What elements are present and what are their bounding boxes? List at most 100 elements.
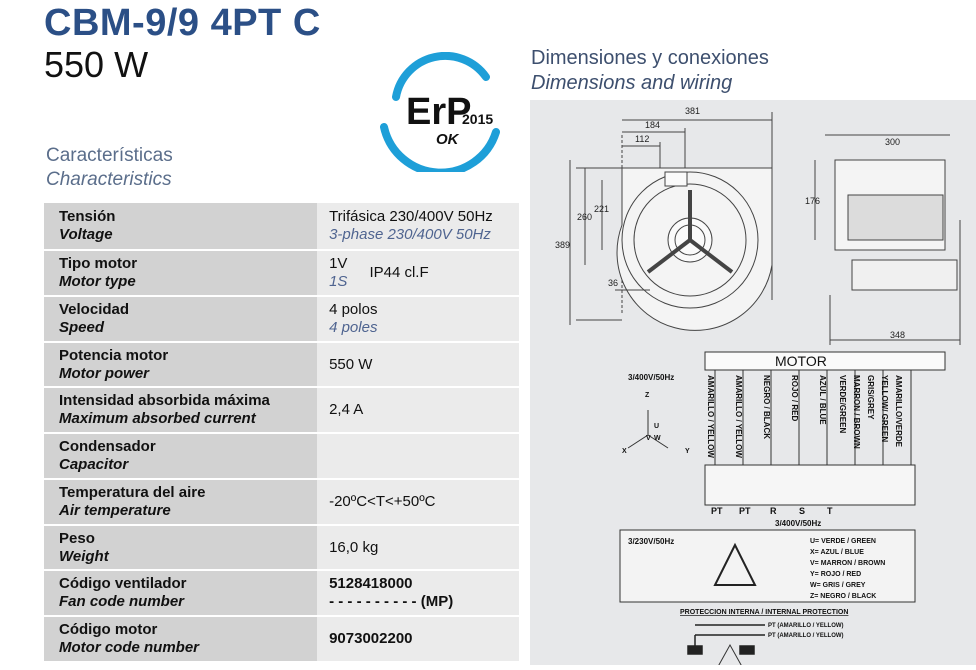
dim-348: 348	[890, 330, 905, 340]
spec-key-en: Capacitor	[59, 456, 129, 473]
dim-300: 300	[885, 137, 900, 147]
spec-value: 550 W	[317, 342, 519, 388]
dimensions-heading-es: Dimensiones y conexiones	[531, 47, 769, 69]
star-label-x: X	[622, 448, 627, 455]
legend-y: Y= ROJO / RED	[810, 571, 861, 578]
dim-221: 221	[594, 204, 609, 214]
dim-260: 260	[577, 212, 592, 222]
spec-key-es: Condensador	[59, 438, 156, 455]
legend-x: X= AZUL / BLUE	[810, 549, 864, 556]
spec-key-en: Motor type	[59, 273, 136, 290]
dim-36: 36	[608, 278, 618, 288]
star-label-y: Y	[685, 448, 690, 455]
diagram-panel: 381 184 112 300 260 221 389 176 36 348 M…	[530, 100, 976, 665]
legend-u: U= VERDE / GREEN	[810, 538, 876, 545]
spec-key-es: Código ventilador	[59, 575, 187, 592]
spec-key-es: Potencia motor	[59, 346, 169, 364]
characteristics-heading: Características Characteristics	[46, 144, 173, 192]
motor-label: MOTOR	[775, 353, 827, 369]
spec-key-en: Motor code number	[59, 639, 200, 656]
wire-label: AMARILLO/VERDE	[894, 375, 903, 448]
terminal-label: T	[827, 506, 833, 516]
spec-value: -20ºC<T<+50ºC	[317, 479, 519, 526]
spec-key-en: Weight	[59, 547, 109, 565]
wire-label: VERDE/GREEN	[838, 375, 847, 433]
protection-wire: PT (AMARILLO / YELLOW)	[768, 633, 844, 639]
spec-value-es: 4 polos	[329, 301, 378, 318]
spec-key-es: Intensidad absorbida máxima	[59, 392, 270, 409]
dim-381: 381	[685, 106, 700, 116]
wire-label: AMARILLO / YELLOW	[734, 375, 743, 458]
spec-key-en: Maximum absorbed current	[59, 410, 256, 427]
dim-389: 389	[555, 240, 570, 250]
spec-value: 16,0 kg	[317, 525, 519, 571]
erp-logo: ErP 2015 OK	[380, 52, 500, 172]
spec-value-mp: - - - - - - - - - - (MP)	[329, 593, 454, 610]
dimension-drawing: 381 184 112 300 260 221 389 176 36 348	[555, 106, 961, 345]
legend-v: V= MARRON / BROWN	[810, 560, 885, 567]
dim-184: 184	[645, 120, 660, 130]
protection-wire: PT (AMARILLO / YELLOW)	[768, 623, 844, 629]
terminal-block	[704, 464, 916, 506]
spec-key-en: Fan code number	[59, 593, 185, 610]
spec-key-en: Air temperature	[59, 502, 171, 519]
characteristics-heading-en: Characteristics	[46, 169, 172, 190]
wire-label: ROJO / RED	[790, 375, 799, 421]
erp-logo-status: OK	[436, 131, 460, 148]
spec-key-es: Código motor	[59, 621, 158, 638]
wire-label: MARRON / BROWN	[852, 375, 861, 449]
star-label-u: U	[654, 423, 659, 430]
star-label-w: W	[654, 435, 661, 442]
spec-key-en: Motor power	[59, 364, 149, 382]
wire-label: YELLOW/ GREEN	[880, 375, 889, 442]
legend-z: Z= NEGRO / BLACK	[810, 593, 876, 600]
supply-400-terminal-label: 3/400V/50Hz	[775, 519, 821, 528]
star-label-z: Z	[645, 392, 650, 399]
wire-label: AMARILLO / YELLOW	[706, 375, 715, 458]
spec-key-es: Velocidad	[59, 301, 130, 318]
dimensions-heading: Dimensiones y conexiones Dimensions and …	[531, 46, 769, 96]
star-label-v: V	[646, 435, 651, 442]
spec-value: 5128418000- - - - - - - - - - (MP)	[317, 570, 519, 617]
wire-label: GRIS/GREY	[866, 375, 875, 420]
spec-value-en: 3-phase 230/400V 50Hz	[329, 226, 491, 243]
spec-value: 2,4 A	[317, 387, 519, 434]
terminal-label: S	[799, 506, 805, 516]
wire-label: AZUL / BLUE	[818, 375, 827, 425]
fan-outer-ring	[621, 171, 759, 309]
spec-key-en: Speed	[59, 319, 105, 336]
spec-key-es: Peso	[59, 529, 95, 547]
terminal-label: R	[770, 506, 777, 516]
spec-key-es: Tipo motor	[59, 255, 138, 272]
terminal-label: PT	[711, 506, 723, 516]
characteristics-heading-es: Características	[46, 145, 173, 166]
spec-value-es: 5128418000	[329, 575, 413, 592]
spec-key-es: Temperatura del aire	[59, 484, 206, 501]
spec-value-en: 4 poles	[329, 319, 378, 336]
erp-logo-text: ErP	[406, 91, 471, 133]
spec-value: 9073002200	[317, 616, 519, 663]
dim-112: 112	[635, 134, 649, 144]
motor-box	[704, 351, 946, 371]
